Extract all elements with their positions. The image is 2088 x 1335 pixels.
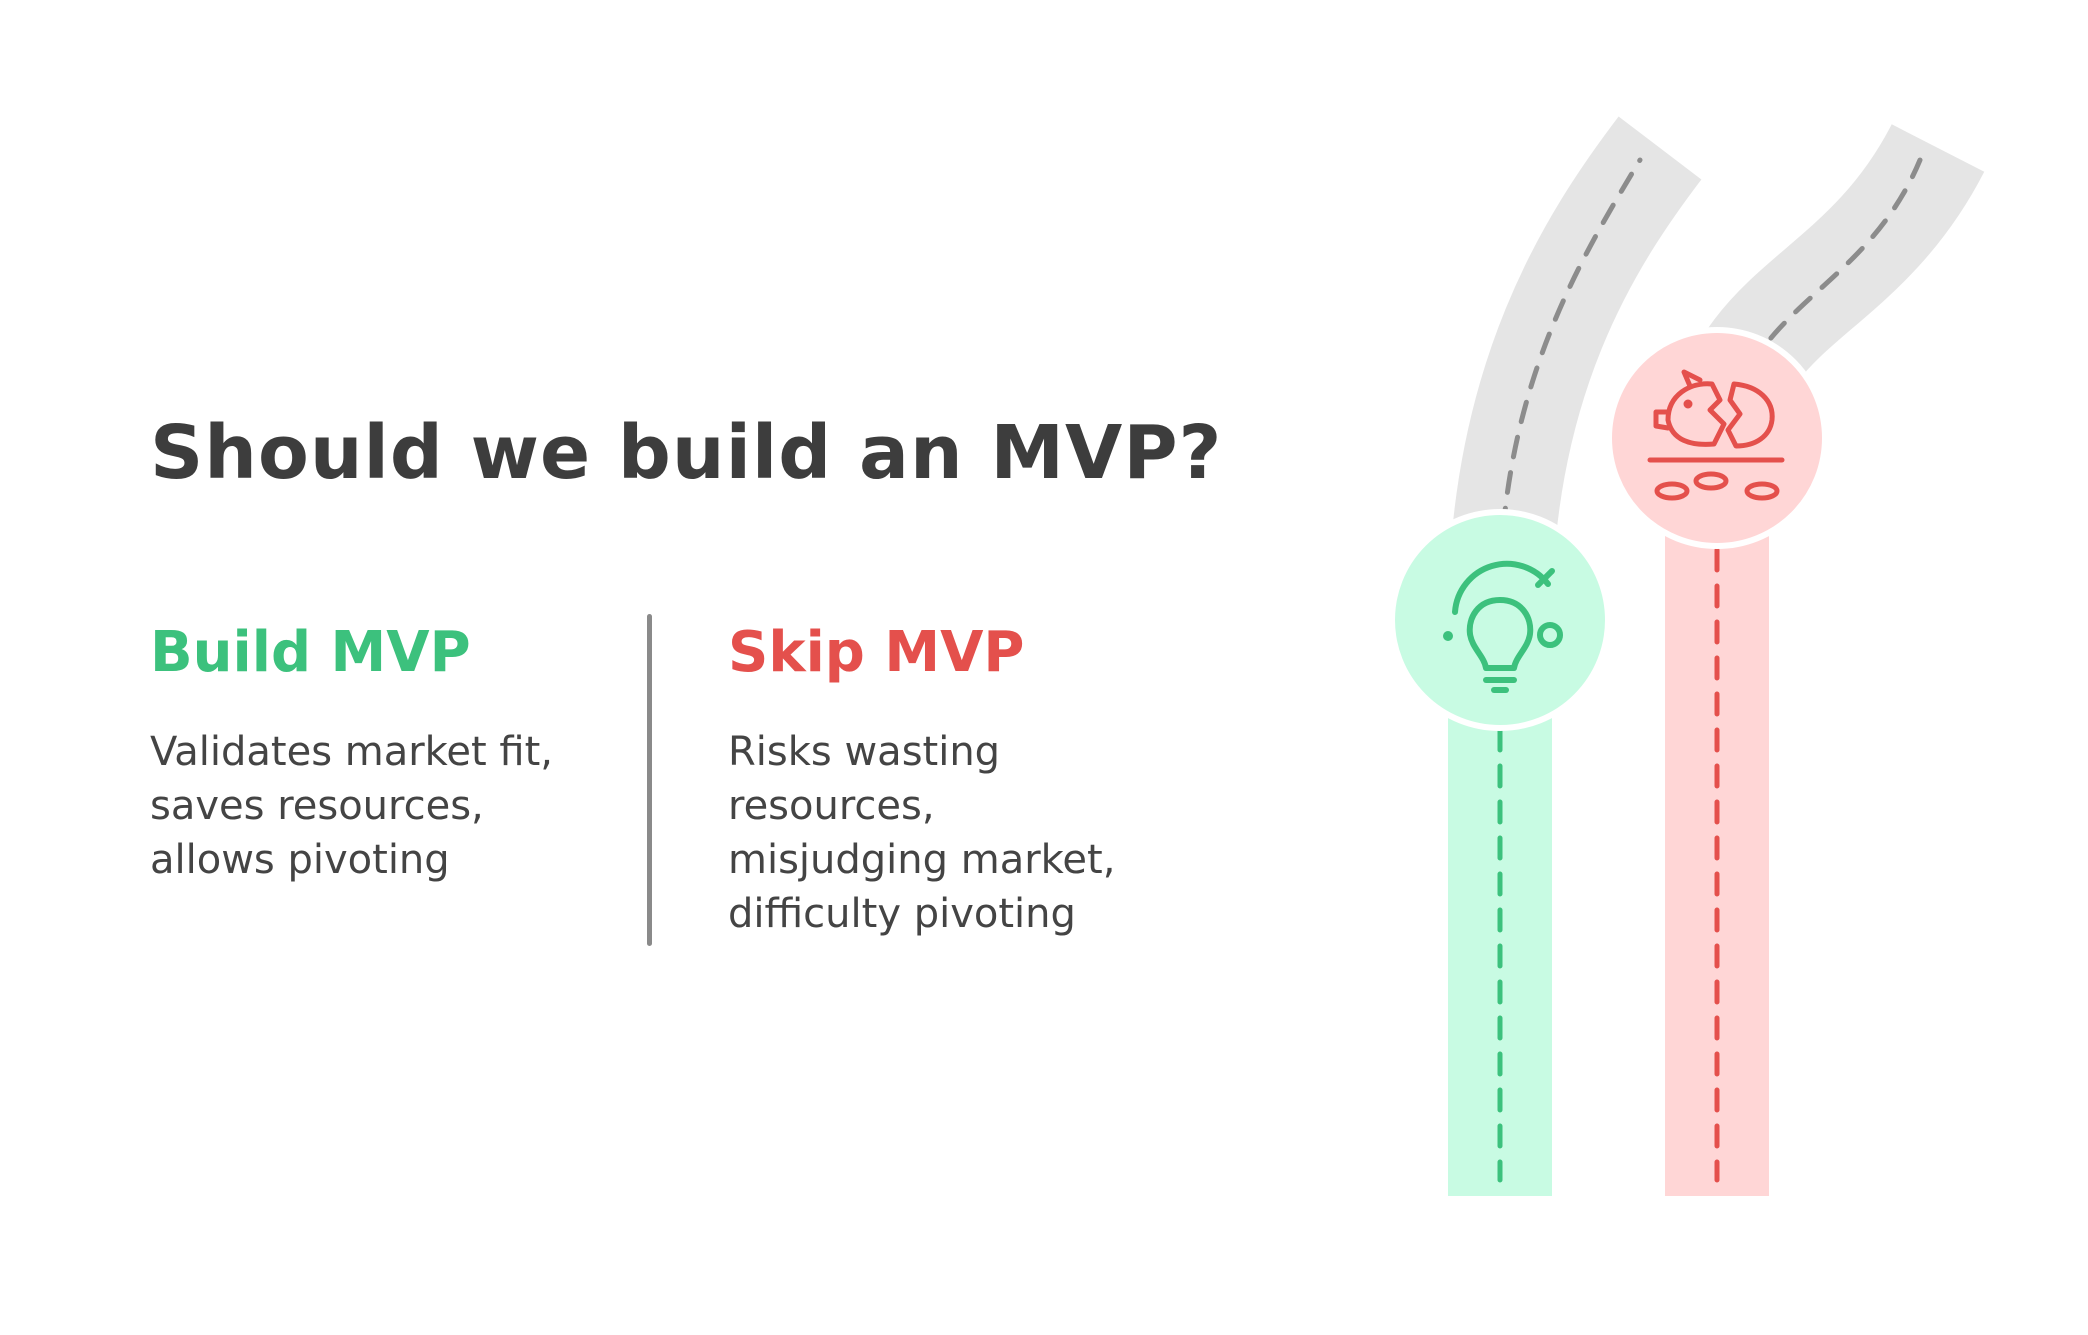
option-description-skip: Risks wasting resources, misjudging mark… [728, 729, 1116, 937]
option-build-mvp: Build MVP Validates market fit, saves re… [150, 620, 580, 887]
lightbulb-icon [1443, 560, 1563, 693]
option-heading-skip: Skip MVP [728, 620, 1025, 685]
page-title: Should we build an MVP? [150, 410, 1223, 496]
broken-piggy-bank-icon [1647, 369, 1785, 501]
green-node-circle [1389, 509, 1611, 731]
option-heading-build: Build MVP [150, 620, 471, 685]
column-divider [647, 614, 652, 946]
option-skip-mvp: Skip MVP Risks wasting resources, misjud… [728, 620, 1158, 941]
option-description-build: Validates market fit, saves resources, a… [150, 729, 554, 883]
